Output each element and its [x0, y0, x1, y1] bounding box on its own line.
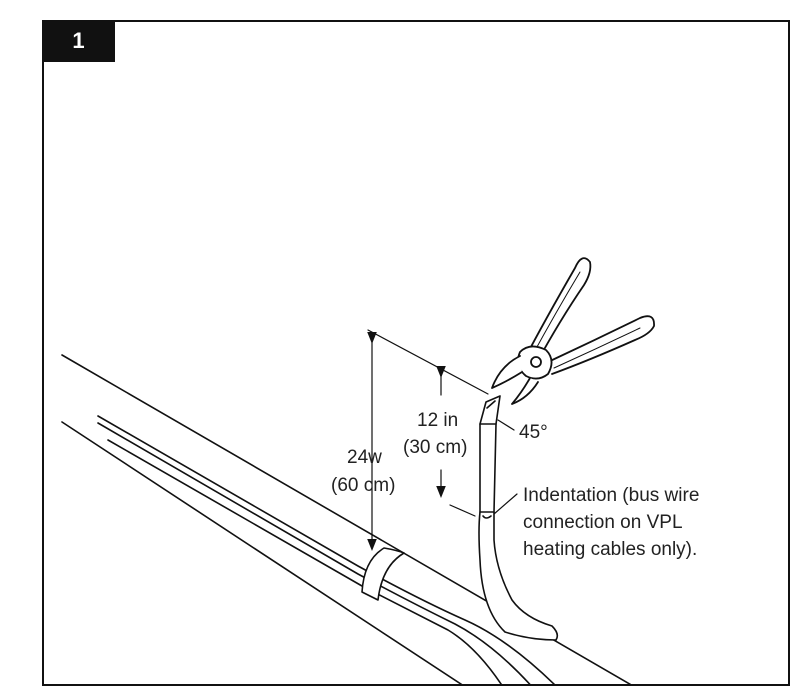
- short-dimension-label: 12 in: [417, 410, 458, 431]
- cut-angle-label: 45°: [519, 422, 548, 443]
- long-dimension-metric-label: (60 cm): [331, 475, 395, 496]
- indentation-note-line-3: heating cables only).: [523, 539, 697, 560]
- dimension-lines: [367, 329, 518, 551]
- long-dimension-label: 24w: [347, 447, 382, 468]
- step-number-badge: 1: [42, 20, 115, 62]
- pipe-strap: [361, 547, 405, 601]
- figure-frame: [42, 20, 790, 686]
- indentation-note-line-2: connection on VPL: [523, 512, 683, 533]
- cable-end: [478, 395, 559, 641]
- diagonal-cutting-pliers-icon: [491, 257, 655, 405]
- indentation-note-line-1: Indentation (bus wire: [523, 485, 699, 506]
- short-dimension-metric-label: (30 cm): [403, 437, 467, 458]
